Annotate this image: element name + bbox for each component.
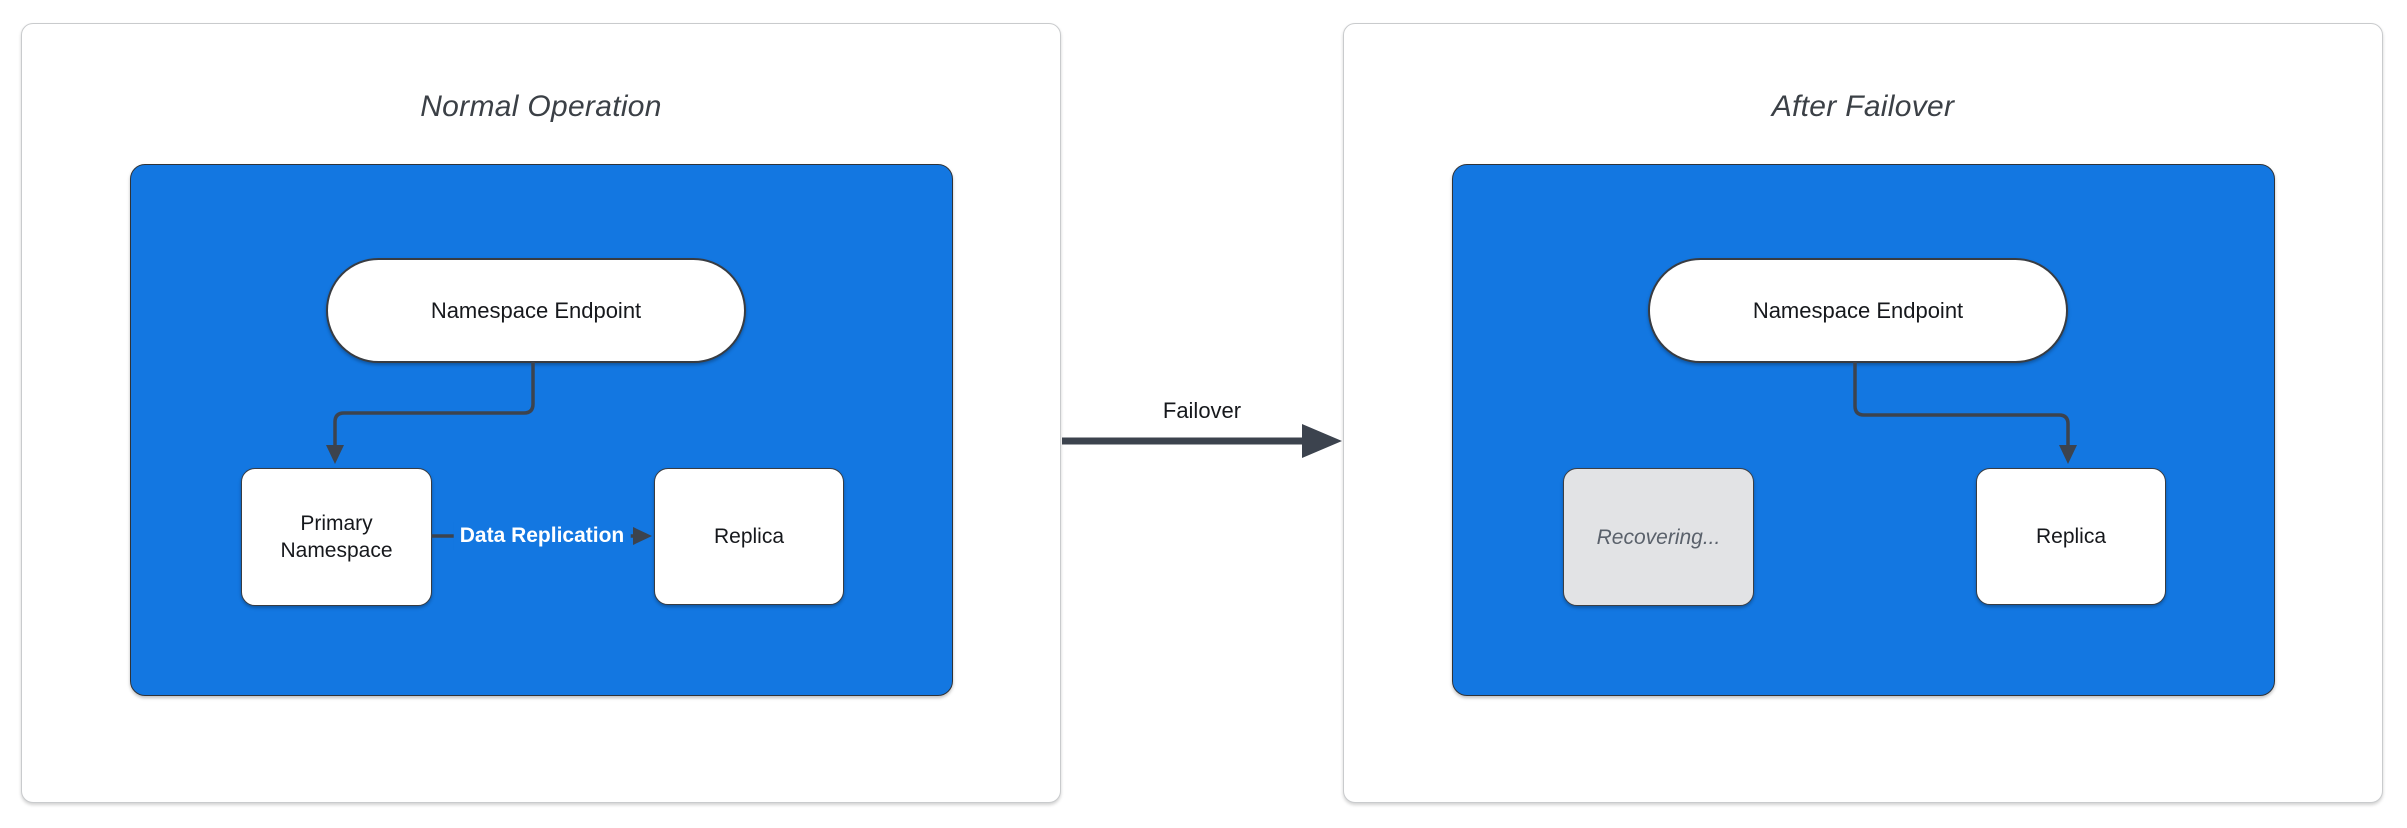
node-label: Replica <box>713 525 785 548</box>
node-namespace-endpoint[interactable]: Namespace Endpoint <box>1648 258 2068 363</box>
failover-arrow <box>1062 424 1342 458</box>
panel-after-failover: After Failover Namespace Endpoint Recove… <box>1343 23 2383 803</box>
panel-title-after-failover: After Failover <box>1771 90 1955 123</box>
node-label: Primary Namespace <box>280 512 393 562</box>
cluster-box-failover: Namespace Endpoint Recovering... Replica <box>1452 164 2275 696</box>
cluster-box-normal: Namespace Endpoint Primary Namespace Rep… <box>130 164 953 696</box>
panel-title-normal-operation: Normal Operation <box>420 90 662 123</box>
node-label: Replica <box>2035 525 2107 548</box>
node-replica[interactable]: Replica <box>654 468 844 605</box>
node-replica[interactable]: Replica <box>1976 468 2166 605</box>
panel-normal-operation: Normal Operation Namespace Endpoint Prim… <box>21 23 1061 803</box>
node-label: Namespace Endpoint <box>1752 298 1964 323</box>
failover-label: Failover <box>1162 398 1242 423</box>
node-recovering[interactable]: Recovering... <box>1563 468 1754 606</box>
data-replication-label: Data Replication <box>453 522 631 550</box>
node-label: Namespace Endpoint <box>430 298 642 323</box>
node-primary-namespace[interactable]: Primary Namespace <box>241 468 432 606</box>
node-label: Recovering... <box>1596 525 1721 549</box>
node-namespace-endpoint[interactable]: Namespace Endpoint <box>326 258 746 363</box>
